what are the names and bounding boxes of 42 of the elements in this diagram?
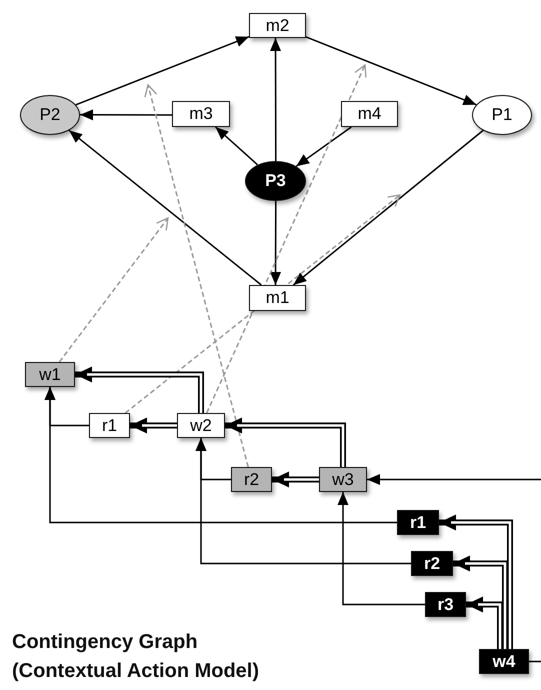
arrow [466,596,503,649]
diagram-title: Contingency Graph (Contextual Action Model) [12,630,260,684]
action-box: r1 [397,510,439,535]
arrow [338,492,425,606]
arrow [367,474,541,485]
arrow [270,201,282,285]
arrow [75,366,204,413]
arrow [80,109,172,120]
arrow [68,130,262,286]
place-ellipse: P2 [20,95,80,135]
action-box: w4 [479,649,529,674]
action-box: m3 [172,101,230,127]
arrow [439,514,513,649]
dashed-arrow [124,194,401,414]
arrow [215,126,258,166]
arrow [225,418,346,467]
dashed-arrow [206,64,367,414]
arrow [76,36,250,106]
place-ellipse: P3 [245,161,306,201]
arrow [453,556,508,649]
arrow [292,130,484,286]
arrow [296,126,352,167]
dashed-arrow [144,84,249,468]
arrow [44,387,397,524]
action-box: m4 [341,101,398,127]
action-box: w3 [319,467,367,492]
arrow [272,472,319,488]
action-box: r3 [425,592,466,617]
arrow [270,38,282,161]
action-box: w1 [25,362,75,387]
action-box: m2 [249,13,306,38]
arrow [130,418,177,434]
arrow [306,36,477,106]
action-box: r2 [411,551,453,576]
arrow [196,438,411,564]
connector-line [529,660,541,662]
dashed-arrow [58,217,169,362]
action-box: m1 [249,285,306,311]
action-box: r1 [89,413,130,438]
action-box: r2 [231,467,272,492]
action-box: w2 [177,413,225,438]
place-ellipse: P1 [472,95,532,135]
